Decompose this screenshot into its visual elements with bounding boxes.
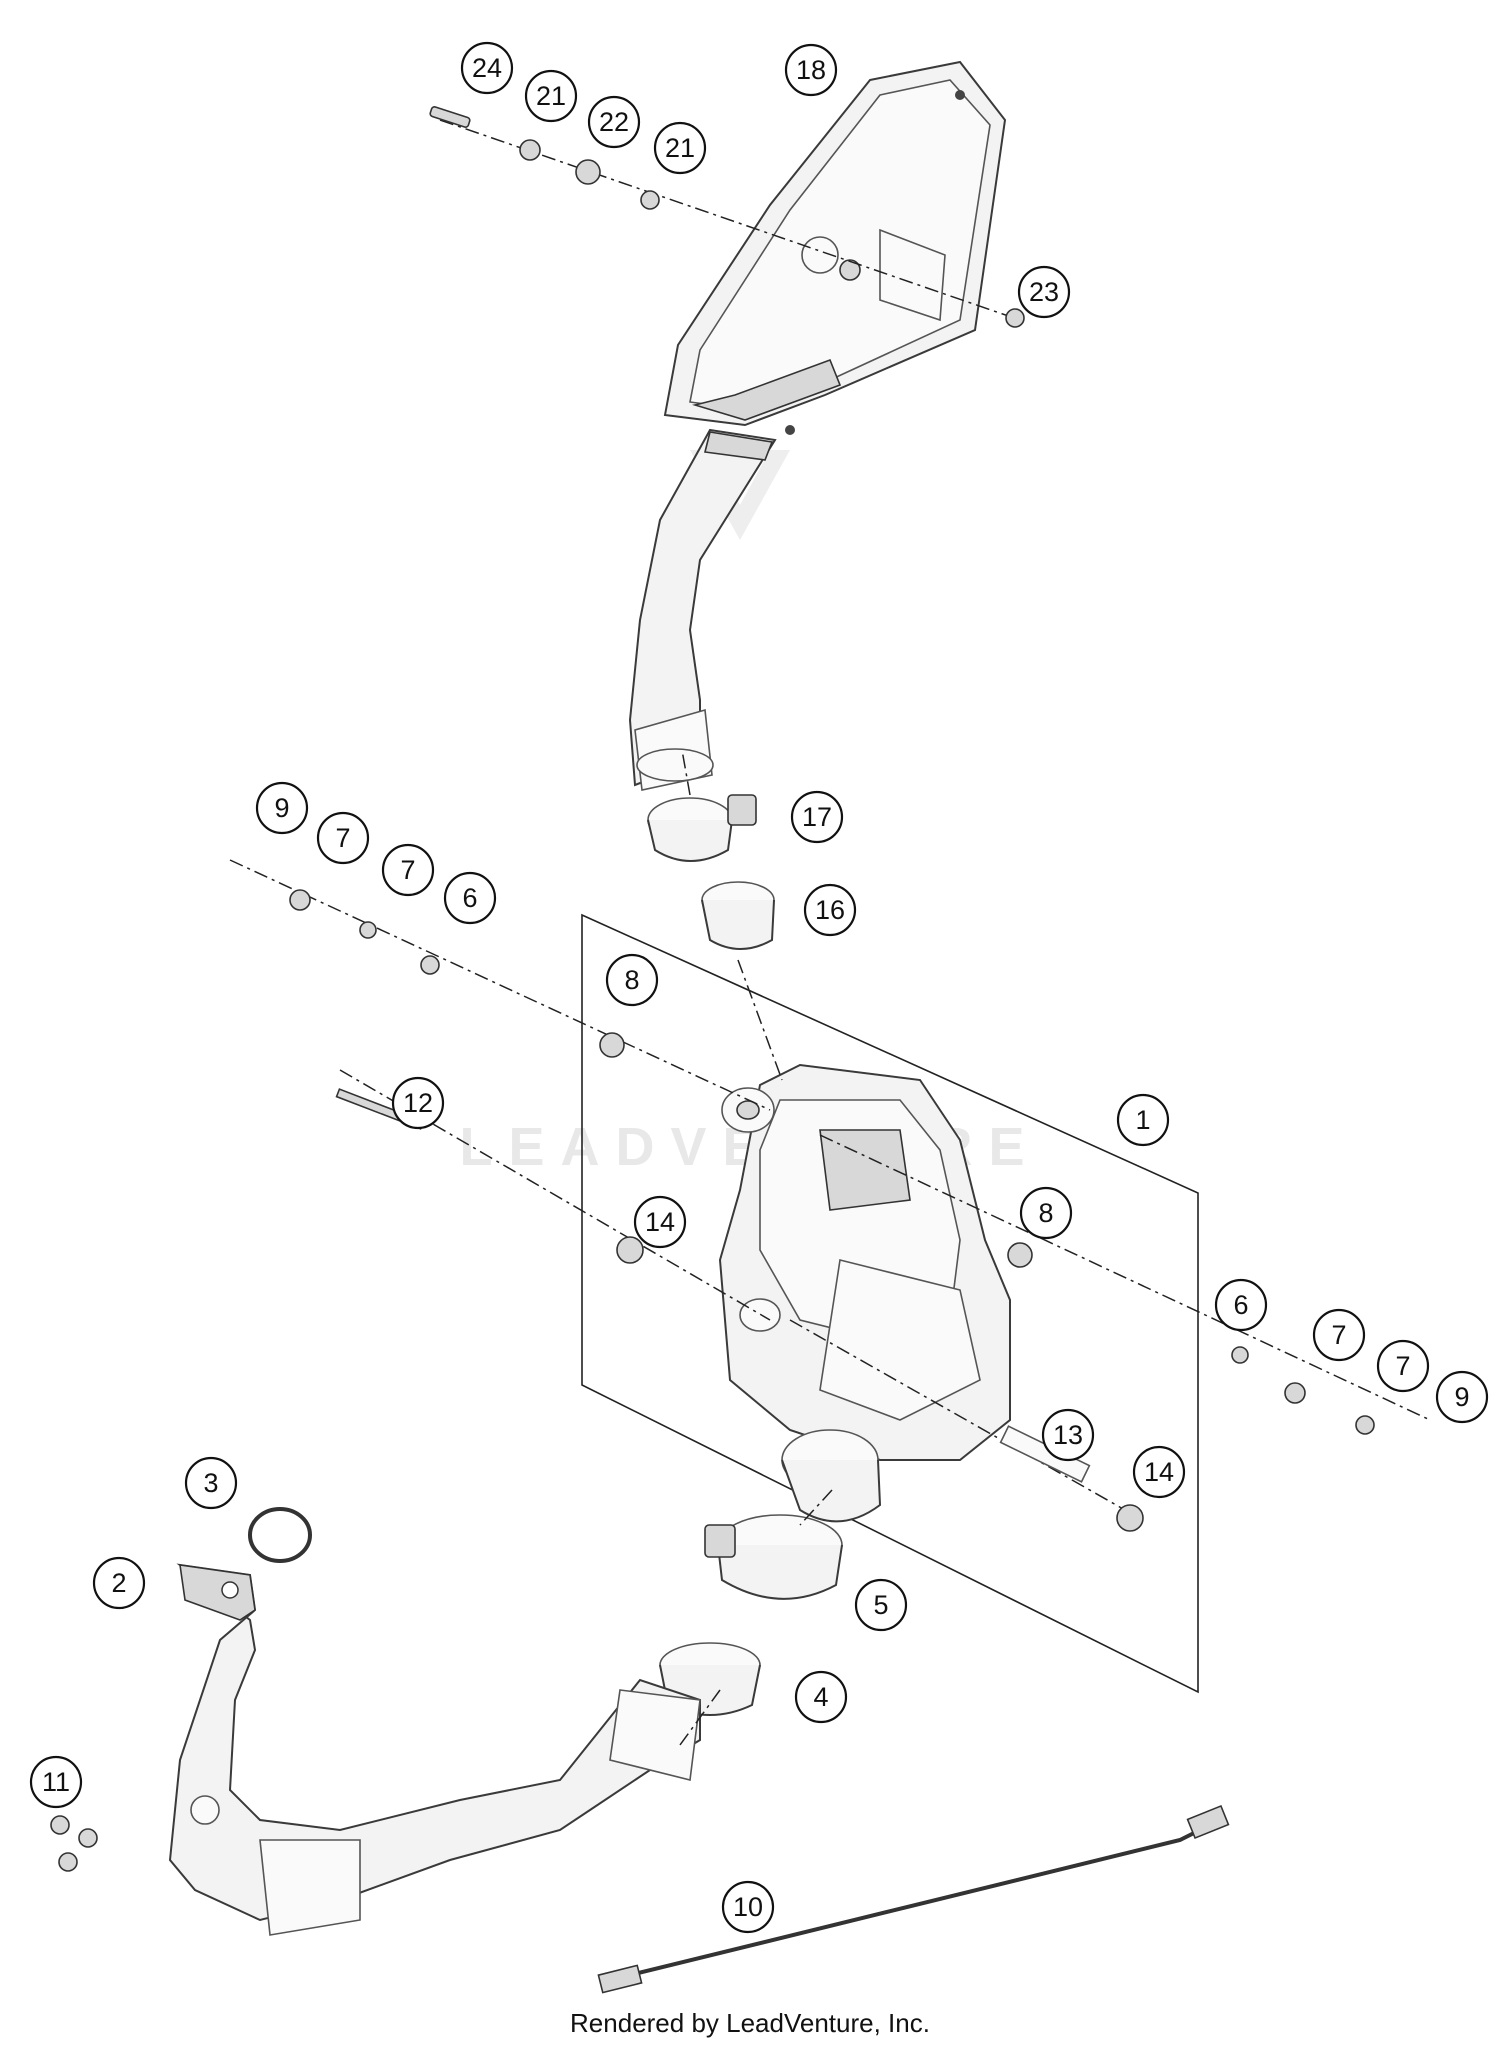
svg-text:14: 14: [645, 1207, 675, 1237]
svg-text:1: 1: [1135, 1105, 1150, 1135]
svg-text:8: 8: [1038, 1198, 1053, 1228]
callout-6[interactable]: 6: [1214, 1278, 1268, 1332]
svg-text:7: 7: [335, 823, 350, 853]
svg-text:21: 21: [536, 81, 566, 111]
svg-text:8: 8: [624, 965, 639, 995]
svg-text:7: 7: [1395, 1351, 1410, 1381]
callout-4[interactable]: 4: [794, 1670, 848, 1724]
svg-text:23: 23: [1029, 277, 1059, 307]
callout-7[interactable]: 7: [1312, 1308, 1366, 1362]
callout-11[interactable]: 11: [29, 1755, 83, 1809]
callout-22[interactable]: 22: [587, 95, 641, 149]
callout-2[interactable]: 2: [92, 1556, 146, 1610]
gasket-3: [248, 1507, 312, 1563]
callout-9[interactable]: 9: [1435, 1370, 1489, 1424]
clamp-17: [647, 794, 757, 862]
svg-text:24: 24: [472, 53, 502, 83]
callout-5[interactable]: 5: [854, 1578, 908, 1632]
callout-8[interactable]: 8: [1019, 1186, 1073, 1240]
svg-text:6: 6: [1233, 1290, 1248, 1320]
nuts-11: [50, 1815, 98, 1872]
callout-14[interactable]: 14: [1132, 1445, 1186, 1499]
callout-18[interactable]: 18: [784, 43, 838, 97]
callout-7[interactable]: 7: [381, 843, 435, 897]
lambda-sensor: [597, 1804, 1230, 1994]
callout-10[interactable]: 10: [721, 1880, 775, 1934]
svg-text:3: 3: [203, 1468, 218, 1498]
catalytic-muffler-body: [718, 1063, 1011, 1523]
callout-21[interactable]: 21: [524, 69, 578, 123]
svg-text:14: 14: [1144, 1457, 1174, 1487]
callout-21[interactable]: 21: [653, 121, 707, 175]
svg-text:10: 10: [733, 1892, 763, 1922]
callout-12[interactable]: 12: [391, 1076, 445, 1130]
footer-credit: Rendered by LeadVenture, Inc.: [570, 2008, 930, 2038]
callout-13[interactable]: 13: [1041, 1408, 1095, 1462]
callout-3[interactable]: 3: [184, 1456, 238, 1510]
svg-text:9: 9: [274, 793, 289, 823]
svg-text:22: 22: [599, 107, 629, 137]
svg-text:7: 7: [400, 855, 415, 885]
callout-9[interactable]: 9: [255, 781, 309, 835]
svg-text:2: 2: [111, 1568, 126, 1598]
callout-1[interactable]: 1: [1116, 1093, 1170, 1147]
gasket-16: [701, 881, 775, 950]
header-pipe: [168, 1563, 701, 1936]
svg-text:13: 13: [1053, 1420, 1083, 1450]
svg-text:17: 17: [802, 802, 832, 832]
svg-text:9: 9: [1454, 1382, 1469, 1412]
callout-24[interactable]: 24: [460, 41, 514, 95]
svg-text:5: 5: [873, 1590, 888, 1620]
assembly-1-frame: [581, 913, 1199, 1694]
muffler: [663, 60, 1007, 435]
svg-text:21: 21: [665, 133, 695, 163]
callout-6[interactable]: 6: [443, 871, 497, 925]
callout-16[interactable]: 16: [803, 883, 857, 937]
clamp-5: [704, 1514, 843, 1600]
callout-23[interactable]: 23: [1017, 265, 1071, 319]
svg-text:12: 12: [403, 1088, 433, 1118]
svg-text:6: 6: [462, 883, 477, 913]
callout-17[interactable]: 17: [790, 790, 844, 844]
svg-text:16: 16: [815, 895, 845, 925]
svg-text:18: 18: [796, 55, 826, 85]
callouts: 24 21 22 21 18 23 9 7 7 6 17 16 8 12 1 1…: [29, 41, 1489, 1934]
svg-text:11: 11: [42, 1767, 70, 1797]
mid-pipe: [628, 428, 777, 791]
callout-7[interactable]: 7: [316, 811, 370, 865]
callout-8[interactable]: 8: [605, 953, 659, 1007]
svg-text:4: 4: [813, 1682, 828, 1712]
svg-text:7: 7: [1331, 1320, 1346, 1350]
callout-7[interactable]: 7: [1376, 1339, 1430, 1393]
callout-14[interactable]: 14: [633, 1195, 687, 1249]
